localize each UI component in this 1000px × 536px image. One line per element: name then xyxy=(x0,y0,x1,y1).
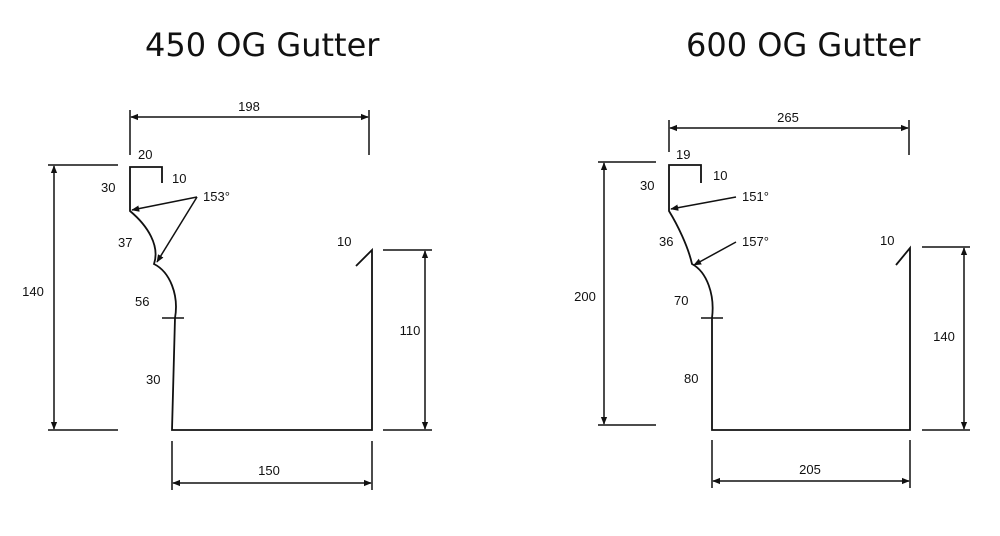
gutter-450-front-lip-label: 10 xyxy=(337,234,351,249)
gutter-600-base-width-label: 205 xyxy=(799,462,821,477)
gutter-600-title: 600 OG Gutter xyxy=(686,26,921,64)
gutter-600-angle-leader-lower xyxy=(693,241,737,266)
gutter-600-angle-leader-upper xyxy=(670,196,737,211)
gutter-600-overall-height-label: 200 xyxy=(574,289,596,304)
gutter-600-back-vertical-label: 80 xyxy=(684,371,698,386)
gutter-600-front-lip-label: 10 xyxy=(880,233,894,248)
gutter-450-back-vertical-label: 30 xyxy=(146,372,160,387)
gutter-450-angle-leader-upper xyxy=(131,196,198,212)
gutter-600-profile xyxy=(668,164,911,431)
gutter-600-lip-drop-label: 10 xyxy=(713,168,727,183)
gutter-450-upper-curve-label: 37 xyxy=(118,235,132,250)
gutter-600-back-height-label: 140 xyxy=(933,329,955,344)
gutter-600-angle-upper-label: 151° xyxy=(742,189,769,204)
gutter-600-bead-height-label: 30 xyxy=(640,178,654,193)
gutter-450-lip-width-label: 20 xyxy=(138,147,152,162)
gutter-450-bead-height-label: 30 xyxy=(101,180,115,195)
gutter-450-base-width-label: 150 xyxy=(258,463,280,478)
gutter-450-lip-drop-label: 10 xyxy=(172,171,186,186)
gutter-450-title: 450 OG Gutter xyxy=(145,26,380,64)
gutter-450-profile xyxy=(129,166,373,431)
gutter-600-lower-curve-label: 70 xyxy=(674,293,688,308)
gutter-600-top-width-label: 265 xyxy=(777,110,799,125)
gutter-450-angle-label: 153° xyxy=(203,189,230,204)
gutter-450-angle-leader-lower xyxy=(156,196,198,263)
gutter-450-back-height-label: 110 xyxy=(400,323,421,338)
gutter-450-overall-height-label: 140 xyxy=(22,284,44,299)
gutter-450-top-width-label: 198 xyxy=(238,99,260,114)
gutter-450-lower-curve-label: 56 xyxy=(135,294,149,309)
gutter-600-profile-group: 265 200 140 205 151° 157° 19 10 30 xyxy=(574,110,970,488)
gutter-600-lip-width-label: 19 xyxy=(676,147,690,162)
gutter-450-profile-group: 198 140 110 150 153° 20 10 30 37 xyxy=(22,99,432,490)
gutter-600-angle-lower-label: 157° xyxy=(742,234,769,249)
gutter-600-upper-curve-label: 36 xyxy=(659,234,673,249)
